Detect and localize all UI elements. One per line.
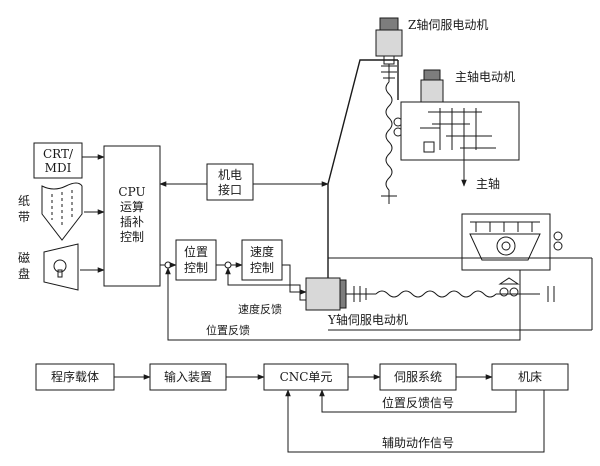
position-feedback-path (165, 267, 521, 341)
aux-signal-path (285, 389, 545, 453)
sum-junction-1 (164, 261, 172, 269)
speed-feedback-label: 速度反馈 (238, 302, 282, 316)
spindle-motor-icon (420, 69, 444, 103)
crt-mdi-label-1: CRT/ (43, 147, 74, 161)
pos-feedback-signal-path (319, 389, 517, 413)
flow-node-label-2: CNC单元 (280, 370, 333, 384)
cpu-label-2: 运算 (120, 199, 144, 214)
cpu-label-1: CPU (118, 185, 145, 199)
flow-node-label-3: 伺服系统 (394, 370, 442, 384)
z-motor-icon (375, 17, 403, 65)
tape-label-2: 带 (18, 210, 30, 224)
flow-node-box-4 (491, 363, 569, 391)
y-motor-label: Y轴伺服电动机 (327, 312, 408, 327)
position-feedback-label: 位置反馈 (206, 323, 250, 337)
cpu-label-3: 插补 (120, 215, 144, 229)
cpu-label-4: 控制 (120, 230, 144, 244)
cpu-box (103, 145, 161, 287)
spindle-label: 主轴 (476, 176, 500, 191)
z-axis-screw (381, 64, 403, 204)
aux-signal-label: 辅助动作信号 (382, 436, 454, 450)
column-left-edge (327, 59, 398, 300)
spd-to-motor-arrow (282, 264, 307, 295)
pos-label-2: 控制 (184, 261, 208, 275)
paper-tape-icon (41, 182, 83, 241)
flow-chart: 程序载体 输入装置 CNC单元 伺服系统 机床 (35, 363, 569, 391)
flow-node-label-4: 机床 (518, 370, 542, 384)
flow-node-box-0 (35, 363, 115, 391)
gearbox-internals (420, 108, 496, 156)
disk-label-1: 磁 (18, 250, 30, 265)
disk-icon (43, 243, 79, 291)
spindle-gearbox (400, 101, 520, 161)
flow-node-box-3 (379, 363, 457, 391)
crt-mdi-box (33, 142, 83, 179)
flow-node-label-1: 输入装置 (164, 369, 212, 384)
y-motor-icon (305, 277, 354, 311)
mech-label-1: 机电 (218, 168, 242, 182)
pos-control-box (175, 239, 217, 281)
disk-label-2: 盘 (18, 266, 30, 281)
worktable (461, 213, 563, 271)
z-motor-label: Z轴伺服电动机 (408, 17, 488, 32)
spindle-motor-label: 主轴电动机 (455, 69, 515, 84)
sum-junction-2 (224, 261, 232, 269)
tape-label-1: 纸 (18, 194, 30, 208)
flow-node-box-1 (149, 363, 227, 391)
spd-control-box (241, 239, 283, 281)
speed-feedback-path (225, 267, 306, 301)
crt-mdi-label-2: MDI (45, 161, 72, 175)
spd-label-1: 速度 (250, 244, 274, 259)
pos-label-1: 位置 (184, 244, 208, 259)
flow-node-label-0: 程序载体 (51, 369, 99, 384)
mech-interface-box (206, 163, 254, 201)
y-axis-screw (352, 277, 555, 302)
mech-label-2: 接口 (218, 182, 242, 197)
pos-feedback-signal-label: 位置反馈信号 (382, 395, 454, 410)
flow-node-box-2 (263, 363, 349, 391)
spd-label-2: 控制 (250, 261, 274, 275)
